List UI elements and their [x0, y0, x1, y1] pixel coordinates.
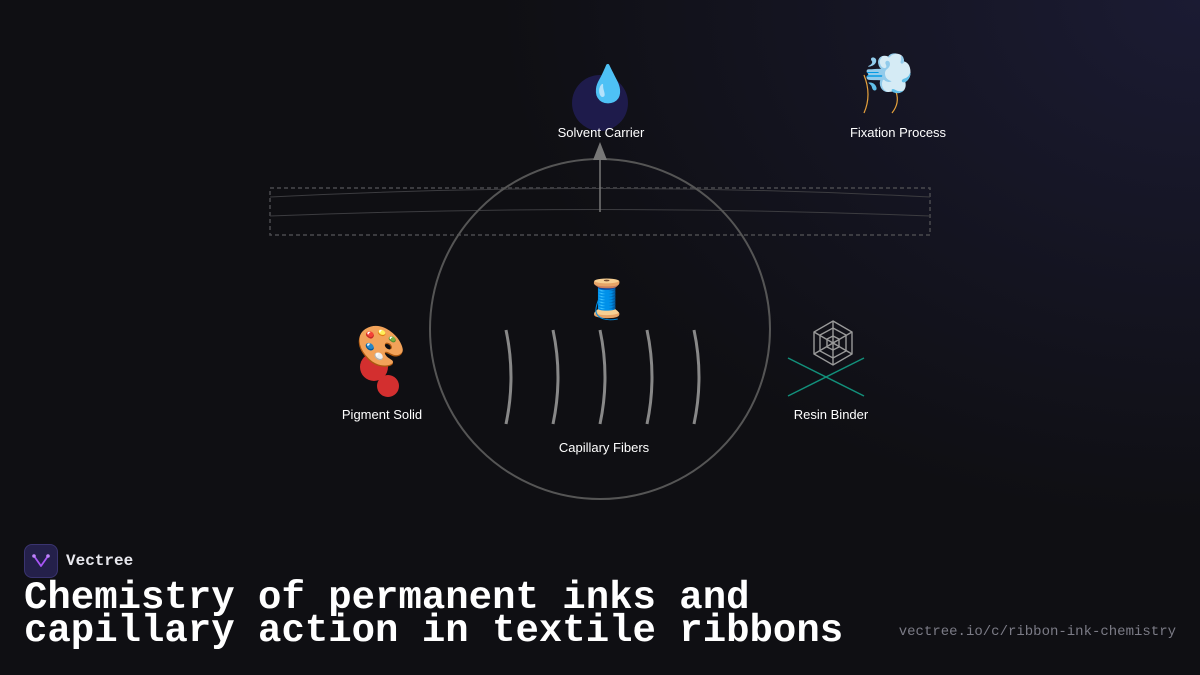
source-url[interactable]: vectree.io/c/ribbon-ink-chemistry: [898, 624, 1176, 640]
solvent-node: 💧 Solvent Carrier: [558, 63, 645, 140]
page-title: Chemistry of permanent inks and capillar…: [24, 576, 844, 653]
wicking-arrow: [593, 142, 607, 212]
resin-node: Resin Binder: [787, 320, 869, 422]
pigment-particle: [360, 353, 388, 381]
fixation-node: 💨 Fixation Process: [850, 51, 947, 140]
pigment-label: Pigment Solid: [342, 407, 422, 422]
fixation-label: Fixation Process: [850, 125, 947, 140]
palette-icon: 🎨: [356, 322, 406, 370]
pigment-particle: [377, 375, 399, 397]
wind-icon: 💨: [864, 51, 914, 97]
fiber-strand: [645, 329, 654, 425]
capillary-label: Capillary Fibers: [559, 440, 650, 455]
fiber-strand: [551, 329, 560, 425]
capillary-node: 🧵 Capillary Fibers: [559, 277, 650, 455]
vectree-logo-icon: [24, 544, 58, 578]
droplet-icon: 💧: [586, 63, 631, 105]
fiber-strand: [504, 329, 513, 425]
solvent-label: Solvent Carrier: [558, 125, 645, 140]
brand: Vectree: [24, 544, 133, 578]
pigment-node: 🎨 Pigment Solid: [342, 322, 422, 422]
resin-label: Resin Binder: [794, 407, 869, 422]
spider-web-icon: [813, 320, 853, 366]
fiber-strand: [692, 329, 701, 425]
thread-spool-icon: 🧵: [583, 277, 630, 322]
solvent-blob: [572, 75, 628, 131]
brand-name: Vectree: [66, 552, 134, 570]
capillary-fibers: [504, 329, 701, 425]
fiber-strand: [598, 329, 607, 425]
